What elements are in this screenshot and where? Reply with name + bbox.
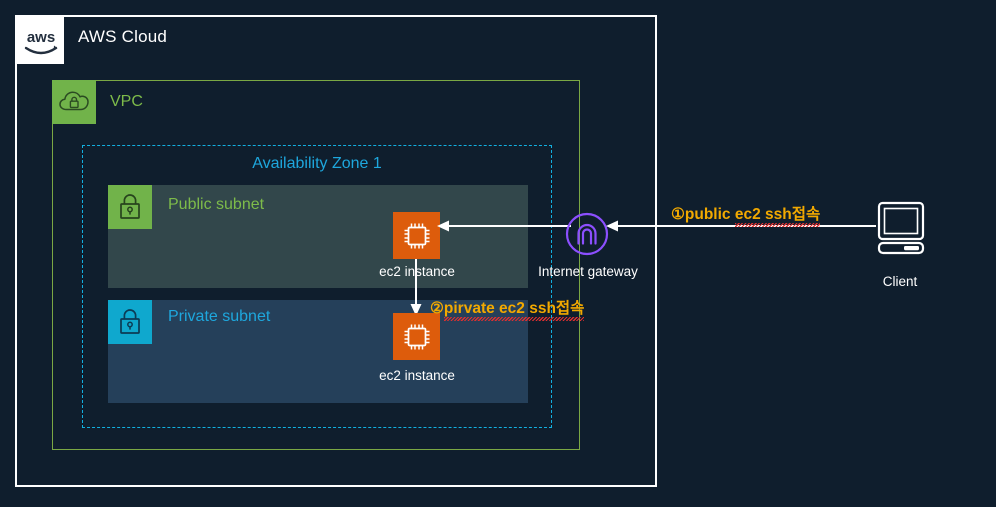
availability-zone-boundary	[82, 145, 552, 428]
connector-ec2-public-to-private	[410, 256, 422, 316]
annotation-step-1: ①public ec2 ssh접속	[671, 202, 821, 227]
annotation-step-2-marker: ②	[430, 300, 444, 317]
annotation-step-1-marker: ①	[671, 206, 685, 223]
vpc-boundary	[52, 80, 580, 450]
client-computer-icon[interactable]	[871, 200, 931, 258]
annotation-step-2-misspelled: pirvate ec2 ssh접속	[443, 296, 584, 321]
annotation-step-2: ②pirvate ec2 ssh접속	[430, 296, 584, 321]
lock-icon-public	[108, 185, 152, 229]
internet-gateway-caption: Internet gateway	[538, 264, 638, 279]
annotation-step-1-clean: public	[684, 206, 735, 223]
public-subnet-label: Public subnet	[168, 196, 265, 213]
connector-igw-to-ec2-public	[437, 220, 571, 232]
aws-cloud-label: AWS Cloud	[78, 27, 168, 46]
vpc-label: VPC	[110, 93, 143, 110]
ec2-instance-caption-public: ec2 instance	[379, 264, 455, 279]
annotation-step-1-misspelled: ec2 ssh접속	[734, 202, 821, 227]
lock-icon-private	[108, 300, 152, 344]
ec2-instance-icon-private[interactable]	[393, 313, 440, 360]
aws-cloud-boundary	[15, 15, 657, 487]
svg-text:aws: aws	[26, 29, 54, 46]
vpc-cloud-lock-icon	[52, 80, 96, 124]
public-subnet-area	[108, 185, 528, 288]
ec2-instance-icon-public[interactable]	[393, 212, 440, 259]
private-subnet-label: Private subnet	[168, 308, 271, 325]
internet-gateway-icon[interactable]	[563, 210, 610, 257]
availability-zone-label: Availability Zone 1	[252, 155, 382, 172]
client-caption: Client	[882, 274, 918, 289]
aws-logo-icon: aws	[17, 17, 64, 64]
ec2-instance-caption-private: ec2 instance	[379, 368, 455, 383]
